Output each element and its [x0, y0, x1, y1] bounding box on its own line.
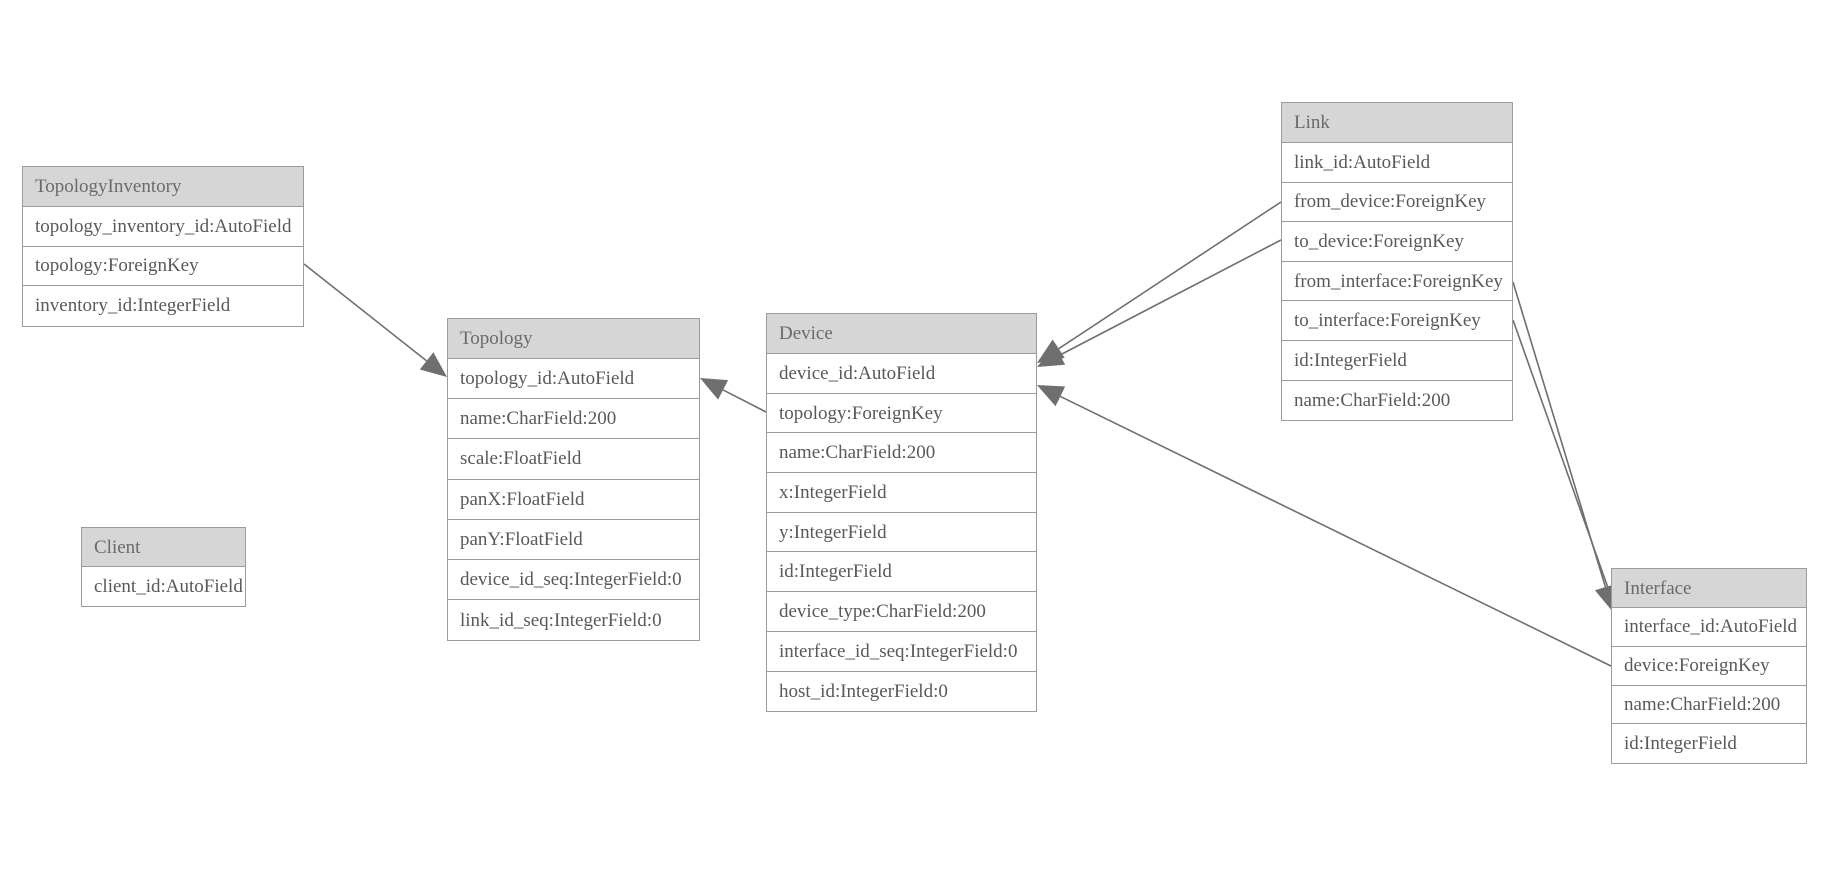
- edge-line: [303, 263, 428, 362]
- entity-title-interface: Interface: [1612, 569, 1806, 608]
- edge-line: [1059, 239, 1282, 356]
- field-row[interactable]: device:ForeignKey: [1612, 646, 1806, 686]
- field-row[interactable]: device_id:AutoField: [767, 354, 1036, 394]
- field-row[interactable]: id:IntegerField: [767, 552, 1036, 593]
- edge-link-from_device-to-device: [1037, 201, 1282, 363]
- edge-link-to_interface-to-interface: [1512, 319, 1620, 616]
- field-row[interactable]: y:IntegerField: [767, 512, 1036, 553]
- edge-line: [1512, 319, 1611, 592]
- field-row[interactable]: name:CharField:200: [767, 433, 1036, 474]
- field-row[interactable]: topology:ForeignKey: [767, 393, 1036, 434]
- entity-title-topologyinventory: TopologyInventory: [23, 167, 303, 207]
- edge-line: [1060, 395, 1612, 667]
- field-row[interactable]: name:CharField:200: [1282, 380, 1512, 421]
- edge-line: [1512, 281, 1607, 588]
- field-row[interactable]: client_id:AutoField: [82, 567, 245, 606]
- edge-arrowhead: [700, 378, 729, 400]
- field-row[interactable]: link_id:AutoField: [1282, 143, 1512, 183]
- edge-line: [722, 389, 767, 413]
- field-row[interactable]: panY:FloatField: [448, 519, 699, 560]
- edge-arrowhead: [1037, 385, 1066, 407]
- field-row[interactable]: interface_id:AutoField: [1612, 608, 1806, 647]
- field-row[interactable]: topology:ForeignKey: [23, 246, 303, 286]
- field-row[interactable]: name:CharField:200: [448, 399, 699, 440]
- edge-device-to-topology: [700, 378, 767, 413]
- field-row[interactable]: panX:FloatField: [448, 479, 699, 520]
- field-row[interactable]: host_id:IntegerField:0: [767, 671, 1036, 712]
- field-row[interactable]: inventory_id:IntegerField: [23, 286, 303, 326]
- field-row[interactable]: topology_id:AutoField: [448, 359, 699, 400]
- edge-topologyinventory-to-topology: [303, 263, 447, 377]
- entity-title-device: Device: [767, 314, 1036, 354]
- field-row[interactable]: device_id_seq:IntegerField:0: [448, 559, 699, 601]
- edge-link-to_device-to-device: [1037, 239, 1282, 367]
- field-row[interactable]: link_id_seq:IntegerField:0: [448, 600, 699, 641]
- field-row[interactable]: from_interface:ForeignKey: [1282, 261, 1512, 302]
- entity-title-topology: Topology: [448, 319, 699, 359]
- field-row[interactable]: x:IntegerField: [767, 473, 1036, 513]
- field-row[interactable]: scale:FloatField: [448, 439, 699, 480]
- field-row[interactable]: topology_inventory_id:AutoField: [23, 207, 303, 247]
- entity-title-link: Link: [1282, 103, 1512, 143]
- entity-fields-client: client_id:AutoField: [82, 567, 245, 606]
- field-row[interactable]: to_interface:ForeignKey: [1282, 301, 1512, 341]
- field-row[interactable]: to_device:ForeignKey: [1282, 222, 1512, 262]
- field-row[interactable]: name:CharField:200: [1612, 685, 1806, 725]
- edge-link-from_interface-to-interface: [1512, 281, 1616, 612]
- field-row[interactable]: interface_id_seq:IntegerField:0: [767, 631, 1036, 672]
- field-row[interactable]: id:IntegerField: [1282, 340, 1512, 381]
- edge-arrowhead: [1037, 339, 1065, 363]
- edge-arrowhead: [1037, 345, 1066, 367]
- edge-line: [1058, 201, 1282, 350]
- edge-arrowhead: [419, 352, 447, 377]
- field-row[interactable]: from_device:ForeignKey: [1282, 182, 1512, 223]
- edge-interface-device-to-device: [1037, 385, 1612, 667]
- field-row[interactable]: device_type:CharField:200: [767, 592, 1036, 632]
- field-row[interactable]: id:IntegerField: [1612, 724, 1806, 764]
- entity-title-client: Client: [82, 528, 245, 567]
